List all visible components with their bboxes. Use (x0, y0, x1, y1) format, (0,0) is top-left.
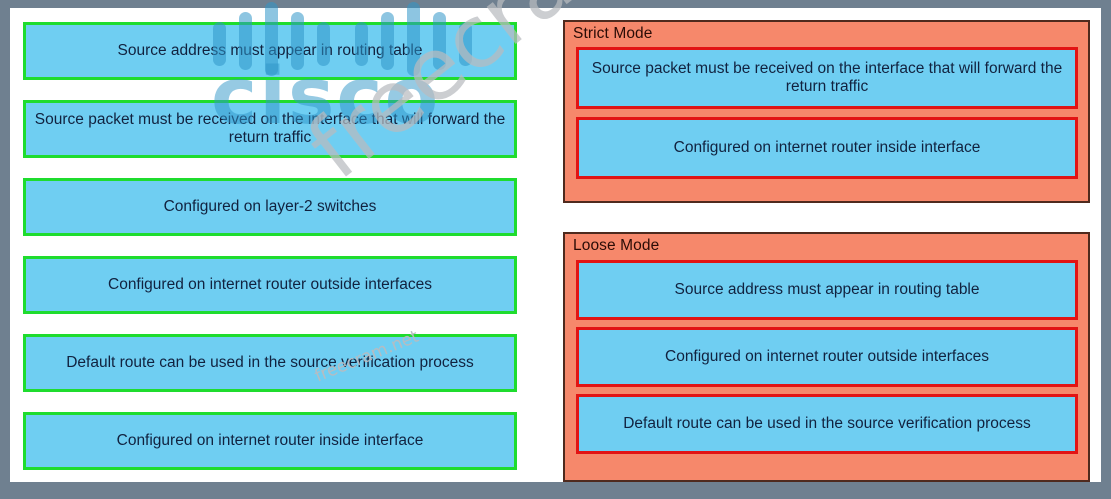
choice-item[interactable]: Configured on internet router outside in… (23, 256, 517, 314)
choice-label: Default route can be used in the source … (66, 353, 474, 371)
dropped-item[interactable]: Default route can be used in the source … (576, 394, 1078, 454)
drop-panel-loose-mode[interactable]: Loose Mode Source address must appear in… (563, 232, 1090, 482)
dropped-item[interactable]: Source packet must be received on the in… (576, 47, 1078, 109)
dropped-item[interactable]: Configured on internet router outside in… (576, 327, 1078, 387)
dropped-item-label: Configured on internet router inside int… (673, 138, 981, 156)
dropped-item[interactable]: Configured on internet router inside int… (576, 117, 1078, 179)
panel-title: Strict Mode (573, 25, 653, 42)
dropped-item-label: Configured on internet router outside in… (665, 347, 989, 365)
choice-item[interactable]: Source address must appear in routing ta… (23, 22, 517, 80)
dropped-item[interactable]: Source address must appear in routing ta… (576, 260, 1078, 320)
drop-panel-strict-mode[interactable]: Strict Mode Source packet must be receiv… (563, 20, 1090, 203)
dropped-item-label: Default route can be used in the source … (623, 414, 1031, 432)
choice-label: Configured on layer-2 switches (163, 197, 377, 215)
choice-item[interactable]: Configured on layer-2 switches (23, 178, 517, 236)
choice-label: Source address must appear in routing ta… (117, 41, 423, 59)
dropped-item-label: Source address must appear in routing ta… (674, 280, 980, 298)
drop-targets-column: Strict Mode Source packet must be receiv… (561, 8, 1091, 482)
dropped-item-label: Source packet must be received on the in… (591, 59, 1063, 95)
choice-label: Configured on internet router inside int… (116, 431, 424, 449)
choice-item[interactable]: Configured on internet router inside int… (23, 412, 517, 470)
choice-label: Source packet must be received on the in… (34, 110, 506, 146)
choice-label: Configured on internet router outside in… (108, 275, 432, 293)
choice-item[interactable]: Default route can be used in the source … (23, 334, 517, 392)
choice-item[interactable]: Source packet must be received on the in… (23, 100, 517, 158)
answer-choices-column: Source address must appear in routing ta… (13, 8, 518, 470)
panel-title: Loose Mode (573, 237, 660, 254)
